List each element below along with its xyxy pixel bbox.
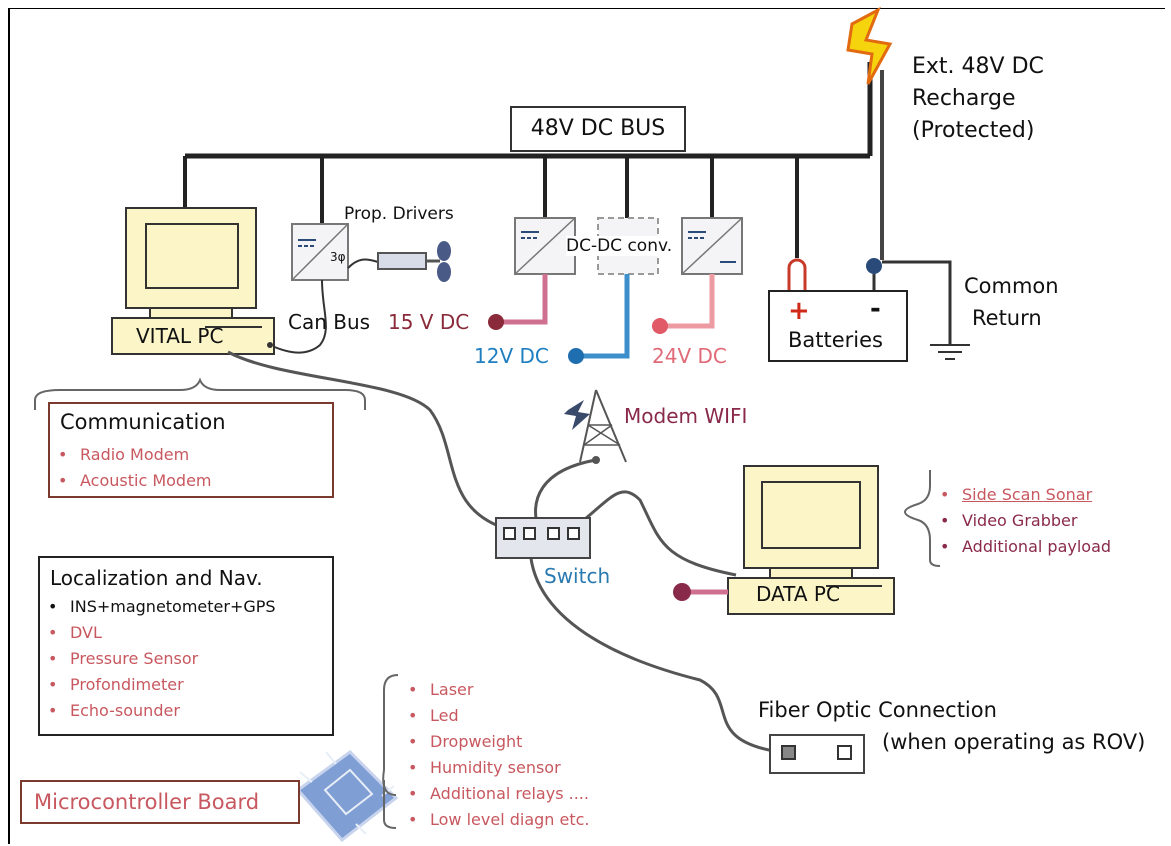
wire-15v [500, 274, 548, 325]
wire-24v [664, 274, 715, 329]
localization-box: Localization and Nav. INS+magnetometer+G… [38, 556, 334, 736]
communication-item: Acoustic Modem [50, 468, 212, 494]
recharge-line1: Ext. 48V DC [912, 54, 1044, 79]
switch-port-2 [523, 527, 536, 540]
localization-list: INS+magnetometer+GPS DVL Pressure Sensor… [40, 594, 276, 724]
switch-port-4 [567, 527, 580, 540]
microcontroller-chip-icon [295, 750, 399, 843]
dc-bus-label-box: 48V DC BUS [510, 106, 686, 152]
localization-item: DVL [40, 620, 276, 646]
common-return-line2: Return [972, 306, 1042, 330]
ethernet-switch-datapc [573, 490, 737, 577]
payload-item: Video Grabber [932, 508, 1111, 534]
localization-item: Pressure Sensor [40, 646, 276, 672]
recharge-line2: Recharge [912, 86, 1016, 111]
payload-item: Side Scan Sonar [932, 482, 1111, 508]
switch-label: Switch [544, 564, 611, 588]
fiber-label-line1: Fiber Optic Connection [758, 698, 997, 722]
microcontroller-item: Laser [400, 677, 590, 703]
output-24v-label: 24V DC [652, 344, 727, 368]
motor-cable [347, 258, 379, 269]
battery-plus-terminal [787, 258, 807, 290]
dcdc-label: DC-DC conv. [566, 236, 673, 256]
common-return-line [882, 260, 952, 345]
microcontroller-item: Low level diagn etc. [400, 807, 590, 833]
fiber-label-line2: (when operating as ROV) [882, 730, 1146, 754]
three-phase-label: 3φ [330, 250, 346, 264]
propeller-icon [437, 241, 451, 261]
communication-item: Radio Modem [50, 442, 212, 468]
microcontroller-list: Laser Led Dropweight Humidity sensor Add… [400, 677, 590, 833]
ethernet-vital-switch [227, 350, 511, 532]
payload-brace [903, 470, 941, 567]
data-pc-screen [761, 481, 861, 549]
data-pc-base [727, 577, 895, 615]
payload-item: Additional payload [932, 534, 1111, 560]
data-pc-label: DATA PC [756, 582, 840, 606]
battery-plus-label: + [788, 296, 810, 326]
microcontroller-brace [382, 674, 399, 829]
localization-title: Localization and Nav. [50, 566, 263, 590]
vital-pc-screen [145, 223, 239, 289]
microcontroller-item: Humidity sensor [400, 755, 590, 781]
output-15v-label: 15 V DC [388, 310, 470, 334]
payload-list: Side Scan Sonar Video Grabber Additional… [932, 482, 1111, 560]
localization-item: Profondimeter [40, 672, 276, 698]
motor-body [377, 252, 427, 270]
can-bus-label: Can Bus [288, 310, 371, 334]
vital-pc-base [111, 317, 275, 355]
modem-wifi-label: Modem WIFI [624, 404, 748, 428]
microcontroller-label: Microcontroller Board [34, 790, 260, 814]
wire-12v [580, 274, 630, 359]
data-pc-power-terminal [673, 583, 691, 601]
battery-minus-terminal [866, 258, 882, 274]
vital-pc-label: VITAL PC [136, 324, 224, 348]
switch-port-3 [547, 527, 560, 540]
switch-port-1 [503, 527, 516, 540]
communication-list: Radio Modem Acoustic Modem [50, 442, 212, 494]
terminal-15v [488, 314, 504, 330]
microcontroller-item: Dropweight [400, 729, 590, 755]
antenna-icon [564, 389, 627, 463]
can-bus-wire [269, 279, 327, 354]
ethernet-switch-fiber [528, 544, 781, 754]
batteries-box: + - Batteries [768, 290, 908, 362]
communication-brace [34, 377, 366, 410]
microcontroller-box: Microcontroller Board [20, 780, 300, 824]
lightning-bolt-icon [846, 6, 893, 85]
microcontroller-item: Additional relays .... [400, 781, 590, 807]
frame-border [8, 8, 1165, 844]
localization-item: INS+magnetometer+GPS [40, 594, 276, 620]
output-12v-label: 12V DC [474, 344, 549, 368]
fiber-port-2 [837, 745, 852, 760]
recharge-line3: (Protected) [912, 118, 1035, 143]
common-return-line1: Common [964, 274, 1059, 298]
microcontroller-item: Led [400, 703, 590, 729]
battery-minus-label: - [870, 294, 881, 324]
dc-bus-label: 48V DC BUS [530, 116, 666, 141]
communication-title: Communication [60, 410, 226, 434]
prop-drivers-label: Prop. Drivers [344, 204, 454, 224]
terminal-12v [568, 348, 584, 364]
terminal-24v [652, 318, 668, 334]
localization-item: Echo-sounder [40, 698, 276, 724]
fiber-port-1 [781, 745, 796, 760]
communication-box: Communication Radio Modem Acoustic Modem [48, 402, 334, 498]
batteries-label: Batteries [788, 328, 883, 352]
